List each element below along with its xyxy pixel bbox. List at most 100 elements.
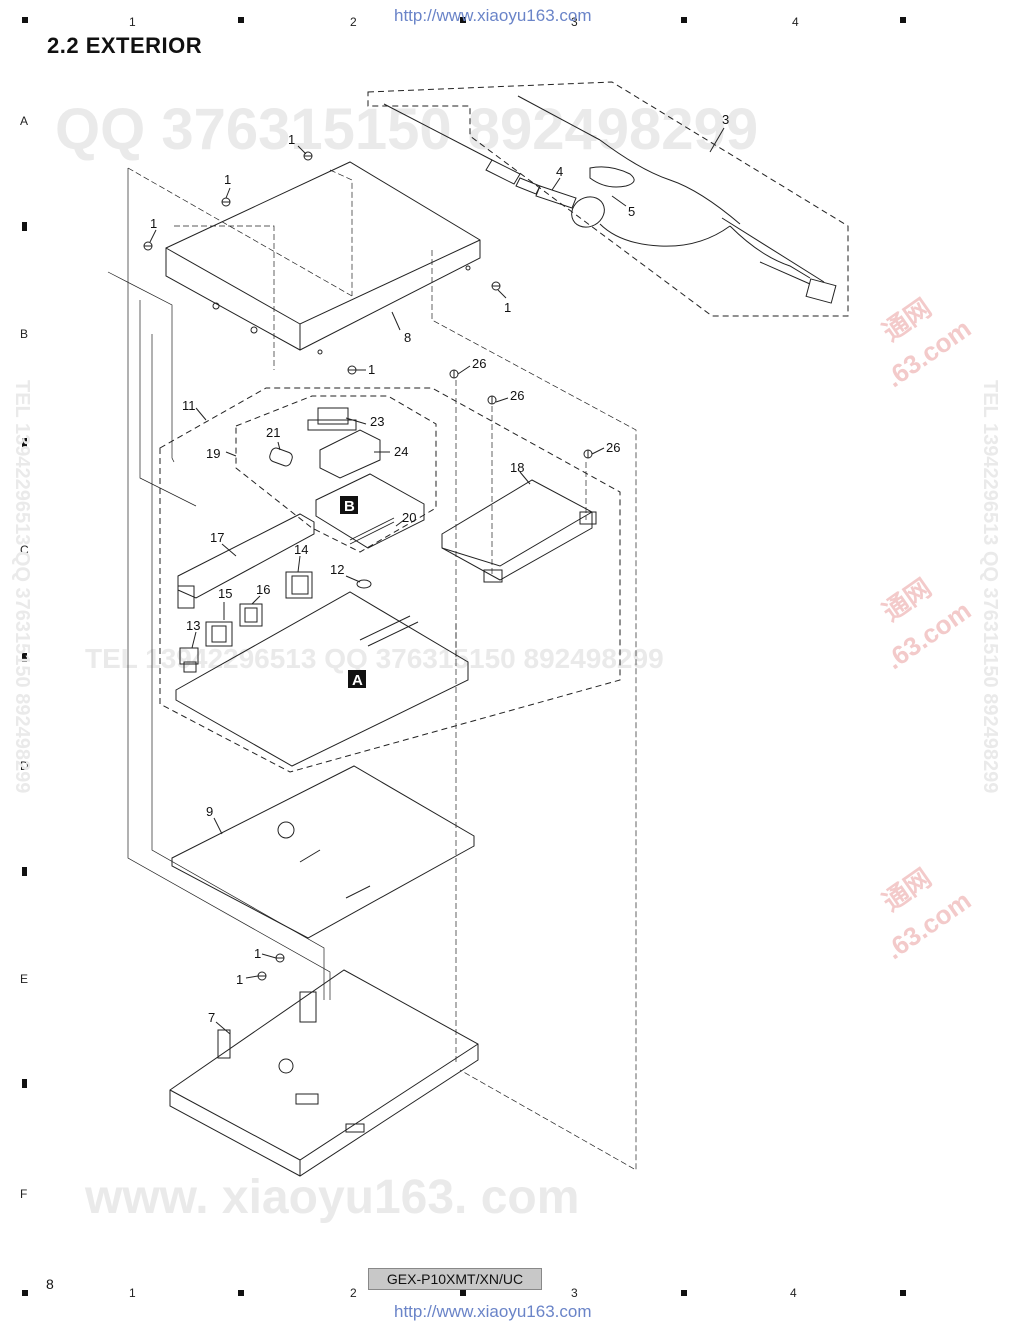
callout-9: 9 — [206, 804, 213, 819]
leader-line — [297, 555, 301, 573]
board-a-label: A — [352, 672, 363, 689]
callout-14: 14 — [294, 542, 308, 557]
grid-row-label: D — [20, 759, 29, 773]
leader-line — [457, 365, 471, 375]
screw-icon — [257, 971, 267, 981]
grid-mark — [22, 438, 27, 447]
leader-line — [277, 441, 281, 451]
grid-column-label: 2 — [350, 1286, 357, 1300]
pcb-b-connector — [349, 517, 395, 545]
jack-16 — [239, 603, 263, 627]
leader-line — [519, 471, 531, 485]
leader-line — [213, 817, 223, 835]
pcb-slot — [367, 621, 419, 647]
chassis-tab — [299, 991, 317, 1023]
callout-13: 13 — [186, 618, 200, 633]
screw-icon — [487, 395, 497, 405]
grid-mark — [22, 1079, 27, 1088]
grid-mark — [22, 17, 28, 23]
callout-24: 24 — [394, 444, 408, 459]
source-url-bottom: http://www.xiaoyu163.com — [394, 1302, 592, 1321]
grid-row-label: E — [20, 972, 29, 986]
grid-row-label: B — [20, 327, 29, 341]
callout-21: 21 — [266, 425, 280, 440]
module-18-tab — [579, 511, 597, 525]
callout-1: 1 — [254, 946, 261, 961]
antenna-clip — [589, 166, 635, 188]
pcb-slot — [359, 615, 411, 641]
antenna-cable — [599, 223, 731, 247]
grid-column-label: 1 — [129, 1286, 136, 1300]
grid-mark — [900, 1290, 906, 1296]
callout-18: 18 — [510, 460, 524, 475]
board-b-marker — [340, 496, 358, 514]
screw-icon — [303, 151, 313, 161]
source-url-top: http://www.xiaoyu163.com — [394, 6, 592, 25]
leader-line — [345, 417, 367, 425]
screw-icon — [449, 369, 459, 379]
grid-mark — [681, 1290, 687, 1296]
grid-row-label: A — [20, 114, 29, 128]
module-18 — [441, 479, 593, 581]
leader-line — [391, 311, 401, 331]
grid-column-label: 2 — [350, 15, 357, 29]
sheet-hole — [277, 821, 295, 839]
callout-15: 15 — [218, 586, 232, 601]
antenna-coil — [485, 159, 521, 185]
callout-1: 1 — [368, 362, 375, 377]
chassis-7-edge — [169, 1043, 479, 1161]
leader-line — [497, 289, 507, 299]
alignment-line — [151, 334, 325, 1000]
callout-4: 4 — [556, 164, 563, 179]
leader-line — [297, 145, 307, 155]
leader-line — [591, 447, 605, 455]
alignment-line — [431, 250, 637, 1171]
grid-column-label: 1 — [129, 15, 136, 29]
callout-5: 5 — [628, 204, 635, 219]
antenna-joint — [515, 177, 541, 195]
leader-line — [251, 595, 261, 605]
grid-mark — [460, 17, 466, 23]
alignment-line — [107, 271, 175, 463]
callout-26: 26 — [472, 356, 486, 371]
antenna-whip — [383, 103, 493, 161]
insulator-sheet-9 — [171, 765, 475, 939]
screw-icon — [491, 281, 501, 291]
chassis-slot — [345, 1123, 365, 1133]
grid-mark — [22, 1290, 28, 1296]
callout-1: 1 — [288, 132, 295, 147]
alignment-line — [127, 168, 331, 1000]
sheet-mark — [345, 885, 371, 899]
cover-hole — [250, 326, 258, 334]
leader-line — [261, 953, 277, 959]
leader-line — [191, 631, 197, 649]
callout-1: 1 — [504, 300, 511, 315]
model-number: GEX-P10XMT/XN/UC — [368, 1268, 542, 1290]
leader-line — [395, 519, 405, 527]
callout-12: 12 — [330, 562, 344, 577]
page-number: 8 — [46, 1276, 54, 1292]
pcb-b — [315, 473, 425, 549]
callout-3: 3 — [722, 112, 729, 127]
alignment-line — [174, 225, 275, 370]
jack-15 — [205, 621, 233, 647]
watermark-vertical-left: TEL 13942296513 QQ 376315150 892498299 — [11, 380, 33, 794]
callout-1: 1 — [236, 972, 243, 987]
chassis-tab — [217, 1029, 231, 1059]
grid-mark — [22, 653, 27, 662]
main-board-assembly-boundary — [159, 387, 621, 773]
part-24 — [319, 429, 381, 479]
antenna-cable — [759, 261, 811, 285]
cover-hole — [317, 349, 323, 355]
screw-icon — [275, 953, 285, 963]
part-23 — [307, 407, 357, 431]
chassis-7 — [169, 969, 479, 1177]
bracket-17-tab — [177, 585, 195, 609]
leader-line — [225, 451, 237, 457]
alignment-line — [329, 169, 353, 296]
callout-23: 23 — [370, 414, 384, 429]
board-a-marker — [348, 670, 366, 688]
sheet-mark — [299, 849, 321, 863]
grid-mark — [460, 1290, 466, 1296]
callout-16: 16 — [256, 582, 270, 597]
